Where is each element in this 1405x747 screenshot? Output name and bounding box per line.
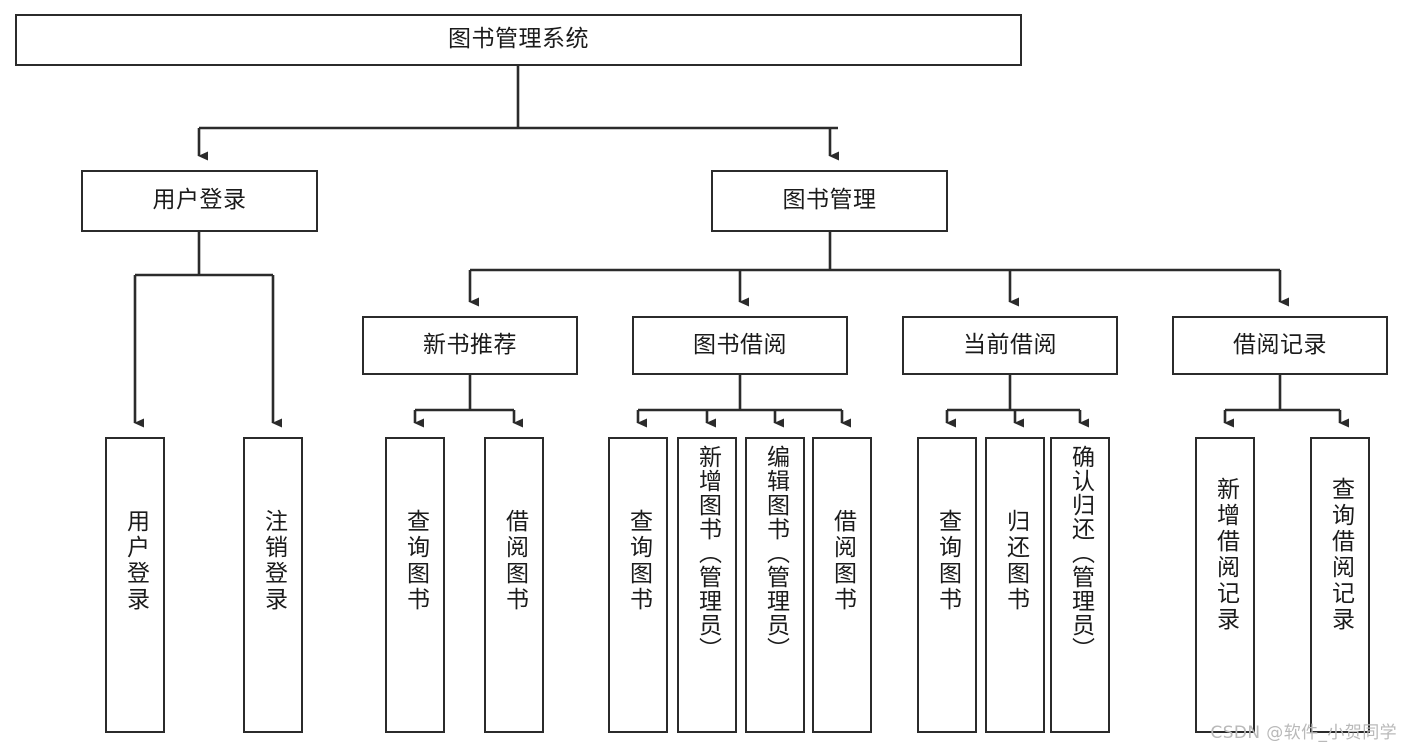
node-leaf-return-book-label: 归还图书 <box>1002 509 1029 613</box>
node-root-label: 图书管理系统 <box>448 26 589 53</box>
node-leaf-query-book-2[interactable]: 查询图书 <box>608 437 668 733</box>
node-leaf-confirm-return[interactable]: 确认归还（管理员） <box>1050 437 1110 733</box>
node-user-login[interactable]: 用户登录 <box>81 170 318 232</box>
node-user-login-label: 用户登录 <box>152 187 247 214</box>
node-leaf-edit-book[interactable]: 编辑图书（管理员） <box>745 437 805 733</box>
node-root[interactable]: 图书管理系统 <box>15 14 1022 66</box>
node-leaf-user-logout-label: 注销登录 <box>260 509 287 613</box>
node-leaf-return-book[interactable]: 归还图书 <box>985 437 1045 733</box>
node-new-book-recommend-label: 新书推荐 <box>423 331 517 358</box>
node-leaf-query-book-3-label: 查询图书 <box>934 509 961 613</box>
node-leaf-borrow-book-1[interactable]: 借阅图书 <box>484 437 544 733</box>
node-leaf-query-book-2-label: 查询图书 <box>625 509 652 613</box>
node-current-borrow[interactable]: 当前借阅 <box>902 316 1118 375</box>
node-book-borrow-label: 图书借阅 <box>693 331 787 358</box>
node-new-book-recommend[interactable]: 新书推荐 <box>362 316 578 375</box>
node-leaf-user-logout[interactable]: 注销登录 <box>243 437 303 733</box>
node-current-borrow-label: 当前借阅 <box>963 331 1057 358</box>
node-leaf-confirm-return-label: 确认归还（管理员） <box>1067 445 1094 661</box>
node-leaf-query-book-3[interactable]: 查询图书 <box>917 437 977 733</box>
node-leaf-add-record[interactable]: 新增借阅记录 <box>1195 437 1255 733</box>
node-leaf-add-book-label: 新增图书（管理员） <box>694 445 721 661</box>
node-leaf-user-login-label: 用户登录 <box>122 509 149 613</box>
node-leaf-query-record[interactable]: 查询借阅记录 <box>1310 437 1370 733</box>
node-leaf-borrow-book-2[interactable]: 借阅图书 <box>812 437 872 733</box>
node-borrow-record-label: 借阅记录 <box>1233 331 1327 358</box>
node-borrow-record[interactable]: 借阅记录 <box>1172 316 1388 375</box>
node-leaf-edit-book-label: 编辑图书（管理员） <box>762 445 789 661</box>
node-leaf-user-login[interactable]: 用户登录 <box>105 437 165 733</box>
node-leaf-borrow-book-2-label: 借阅图书 <box>829 509 856 613</box>
node-leaf-query-book-1-label: 查询图书 <box>402 509 429 613</box>
node-leaf-add-record-label: 新增借阅记录 <box>1212 477 1239 633</box>
node-leaf-add-book[interactable]: 新增图书（管理员） <box>677 437 737 733</box>
node-leaf-query-record-label: 查询借阅记录 <box>1327 477 1354 633</box>
node-leaf-query-book-1[interactable]: 查询图书 <box>385 437 445 733</box>
node-book-manage-label: 图书管理 <box>782 187 877 214</box>
node-book-borrow[interactable]: 图书借阅 <box>632 316 848 375</box>
watermark-text: CSDN @软件_小贺同学 <box>1210 723 1397 743</box>
node-book-manage[interactable]: 图书管理 <box>711 170 948 232</box>
node-leaf-borrow-book-1-label: 借阅图书 <box>501 509 528 613</box>
